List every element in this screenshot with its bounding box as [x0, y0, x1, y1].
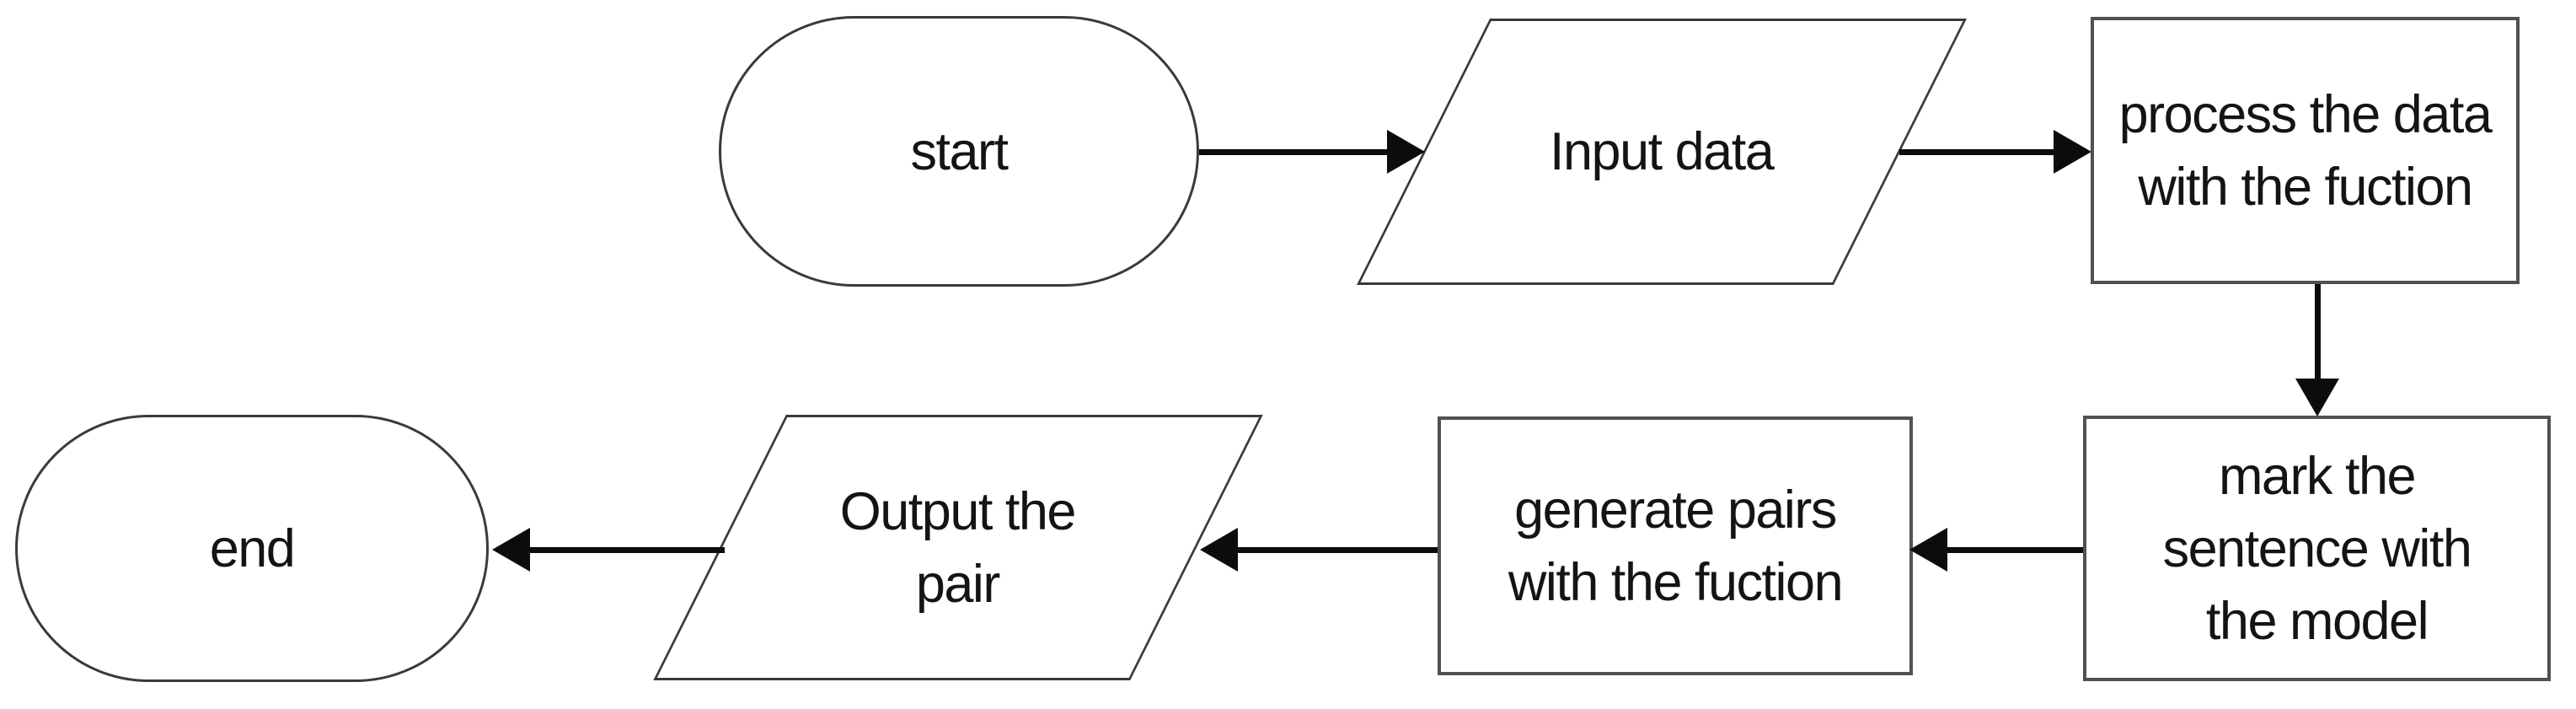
node-process-data-label: process the data with the fuction — [2118, 84, 2493, 217]
node-input-data-parallelogram: Input data — [1356, 19, 1968, 285]
arrow-shaft — [530, 547, 725, 553]
arrow-shaft — [1899, 149, 2054, 155]
node-process-data-box: process the data with the fuction — [2091, 17, 2520, 284]
arrowhead-left-icon — [492, 528, 530, 572]
arrowhead-right-icon — [2054, 130, 2091, 174]
node-generate-pairs-label: generate pairs with the fuction — [1508, 480, 1844, 612]
arrow-shaft — [1199, 149, 1388, 155]
node-output-pair-label: Output the pair — [840, 481, 1076, 614]
arrow-shaft — [1238, 547, 1438, 553]
arrowhead-left-icon — [1909, 528, 1947, 572]
node-start-terminator: start — [719, 16, 1199, 287]
node-output-pair-parallelogram: Output the pair — [653, 415, 1263, 680]
arrowhead-left-icon — [1200, 528, 1238, 572]
node-end-terminator: end — [15, 415, 489, 682]
node-mark-sentence-box: mark the sentence with the model — [2083, 416, 2551, 681]
arrowhead-down-icon — [2295, 379, 2339, 416]
arrow-shaft — [1947, 547, 2083, 553]
arrowhead-right-icon — [1387, 130, 1425, 174]
node-start-label: start — [910, 121, 1009, 181]
node-mark-sentence-label: mark the sentence with the model — [2162, 446, 2472, 651]
arrow-shaft — [2315, 284, 2321, 379]
node-input-data-label: Input data — [1550, 122, 1774, 181]
node-end-label: end — [209, 518, 296, 578]
node-generate-pairs-box: generate pairs with the fuction — [1438, 416, 1913, 675]
